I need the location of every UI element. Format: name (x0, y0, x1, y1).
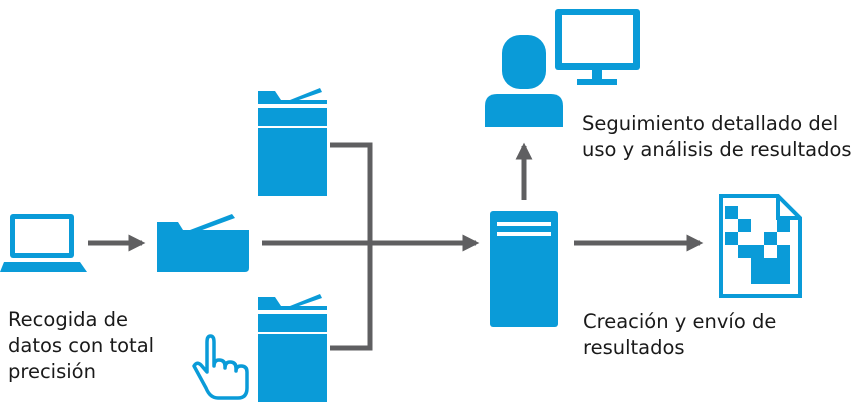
document-icon (719, 194, 802, 298)
user-icon (485, 35, 563, 127)
output-label-line-1: Creación y envío de (583, 310, 777, 333)
printer-icon (258, 294, 327, 402)
capture-label-line-1: Recogida de (8, 308, 129, 331)
capture-label-line-3: precisión (8, 360, 96, 383)
tracking-label-line-1: Seguimiento detallado del (582, 112, 839, 135)
hand-pointer-icon (192, 334, 249, 400)
output-label: Creación y envío de resultados (583, 309, 776, 361)
capture-label: Recogida de datos con total precisión (8, 307, 154, 385)
line-top-printer-to-junction (330, 142, 373, 243)
laptop-icon (0, 214, 87, 272)
server-icon (490, 211, 558, 327)
printer-icon (258, 88, 327, 196)
scanner-icon (157, 214, 249, 272)
line-bottom-printer-to-junction (330, 243, 373, 351)
tracking-label: Seguimiento detallado del uso y análisis… (582, 111, 852, 163)
capture-label-line-2: datos con total (8, 334, 155, 357)
output-label-line-2: resultados (583, 336, 685, 359)
tracking-label-line-2: uso y análisis de resultados (582, 138, 852, 161)
connectors (88, 142, 704, 351)
monitor-icon (555, 9, 640, 85)
